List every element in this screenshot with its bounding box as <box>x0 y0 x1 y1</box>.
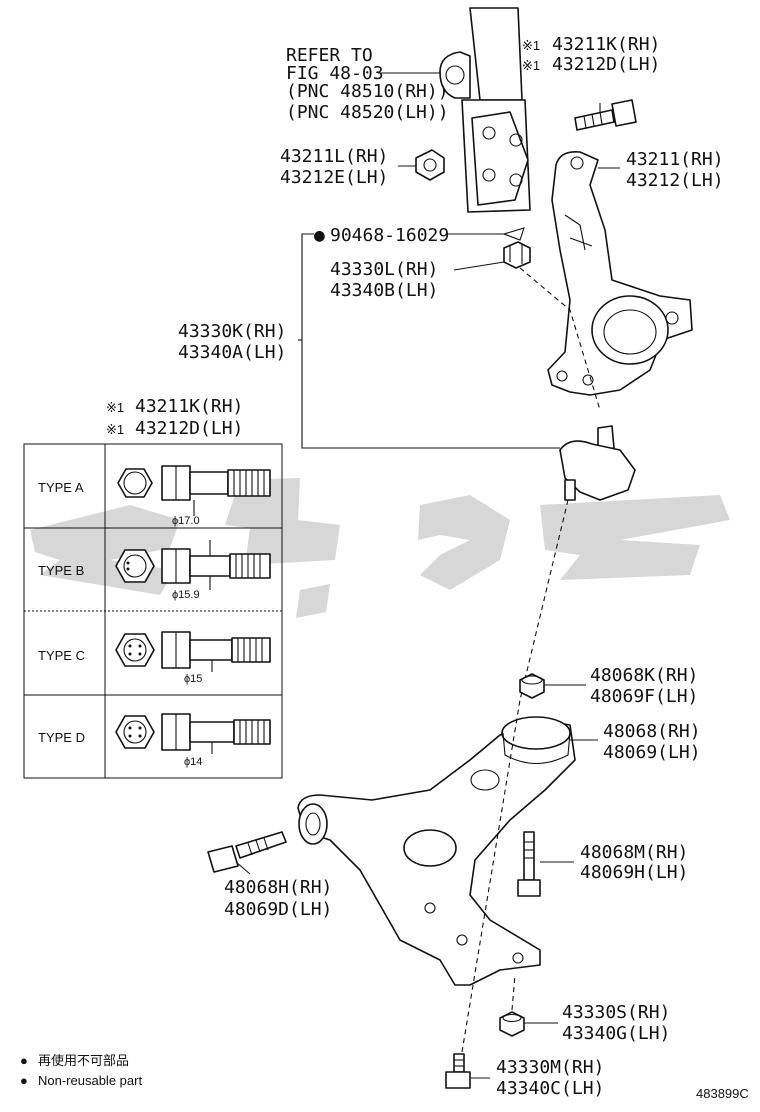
nut-43330s <box>499 1011 525 1037</box>
ball-joint-lh: 43340A(LH) <box>178 342 286 363</box>
callout-nut-43211l: 43211L(RH) 43212E(LH) <box>280 146 388 188</box>
legend-en: Non-reusable part <box>38 1073 142 1088</box>
refer-line-4: (PNC 48520(LH)) <box>286 102 449 123</box>
bolt-48068h <box>207 831 287 873</box>
callout-bolt-48068h: 48068H(RH) 48069D(LH) <box>224 877 332 920</box>
bushing-48068-rh: 48068(RH) <box>603 721 701 742</box>
bolt-table-lh: 43212D(LH) <box>135 418 243 439</box>
cotter-pn: 90468-16029 <box>330 225 449 246</box>
callout-cotter-pin: ● 90468-16029 <box>314 225 449 246</box>
knuckle-lh: 43212(LH) <box>626 170 724 191</box>
nut-43211l-lh: 43212E(LH) <box>280 167 388 188</box>
strut-assembly <box>439 7 531 213</box>
lower-control-arm <box>297 716 576 986</box>
bolt-type-c-dia: ϕ15 <box>184 673 202 685</box>
bolt-type-d-label: TYPE D <box>38 730 85 745</box>
castle-nut-43330l <box>503 241 531 269</box>
bolt-type-a-label: TYPE A <box>38 480 84 495</box>
assembly-line-4 <box>461 699 521 1053</box>
nut-43211l <box>415 149 445 181</box>
callout-bolt-48068m: 48068M(RH) 48069H(LH) <box>580 842 688 883</box>
ball-joint <box>559 425 636 501</box>
bolt-43330m-lh: 43340C(LH) <box>496 1078 604 1099</box>
callout-bolt-43330m: 43330M(RH) 43340C(LH) <box>496 1057 604 1099</box>
nut-43330l-lh: 43340B(LH) <box>330 280 438 301</box>
bolt-type-d-dia: ϕ14 <box>184 756 202 768</box>
bolt-48068h-lh: 48069D(LH) <box>224 899 332 920</box>
assembly-line-1 <box>519 267 601 411</box>
bolt-type-row-b: TYPE B ϕ15.9 <box>38 540 271 601</box>
bolt-type-table: TYPE A ϕ17.0 TYPE B <box>23 443 283 779</box>
nut-43330s-lh: 43340G(LH) <box>562 1023 670 1044</box>
refer-line-3: (PNC 48510(RH)) <box>286 81 449 102</box>
callout-knuckle: 43211(RH) 43212(LH) <box>626 149 724 191</box>
bolt-table-rh: 43211K(RH) <box>135 396 243 417</box>
callout-bushing-48068: 48068(RH) 48069(LH) <box>603 721 701 763</box>
watermark-logo <box>30 478 730 618</box>
nut-43330s-rh: 43330S(RH) <box>562 1002 670 1023</box>
bolt-48068m-lh: 48069H(LH) <box>580 862 688 883</box>
nut-48068k <box>519 673 545 699</box>
bolt-43330m <box>445 1053 471 1089</box>
bushing-48068-lh: 48069(LH) <box>603 742 701 763</box>
callout-bolt-top: ※1 43211K(RH) ※1 43212D(LH) <box>522 34 660 75</box>
nut-43330l-rh: 43330L(RH) <box>330 259 438 280</box>
bolt-type-b-dia: ϕ15.9 <box>172 589 200 601</box>
bolt-table-prefix-rh: ※1 <box>106 400 124 415</box>
callout-nut-43330s: 43330S(RH) 43340G(LH) <box>562 1002 670 1044</box>
legend: ● 再使用不可部品 ● Non-reusable part <box>20 1053 142 1088</box>
bolt-43211k-top <box>574 99 637 131</box>
bolt-48068h-rh: 48068H(RH) <box>224 877 332 898</box>
steering-knuckle <box>547 150 693 396</box>
figure-code: 483899C <box>696 1086 749 1101</box>
callout-ball-joint: 43330K(RH) 43340A(LH) <box>178 321 286 363</box>
knuckle-rh: 43211(RH) <box>626 149 724 170</box>
legend-marker-jp: ● <box>20 1053 28 1068</box>
callout-nut-43330l: 43330L(RH) 43340B(LH) <box>330 259 438 301</box>
bolt-48068m <box>517 831 541 897</box>
callout-nut-48068k: 48068K(RH) 48069F(LH) <box>590 665 698 707</box>
bolt-type-row-a: TYPE A ϕ17.0 <box>38 465 271 527</box>
callout-bolt-table: ※1 43211K(RH) ※1 43212D(LH) <box>106 396 243 439</box>
refer-line-2: FIG 48-03 <box>286 63 384 84</box>
bolt-type-b-label: TYPE B <box>38 563 84 578</box>
bolt-48068m-rh: 48068M(RH) <box>580 842 688 863</box>
cotter-pin <box>502 227 525 241</box>
nut-43211l-rh: 43211L(RH) <box>280 146 388 167</box>
leader-lines <box>235 72 620 1079</box>
refer-line-1: REFER TO <box>286 45 373 66</box>
bolt-type-row-c: TYPE C ϕ15 <box>38 631 271 685</box>
nut-48068k-rh: 48068K(RH) <box>590 665 698 686</box>
legend-marker-en: ● <box>20 1073 28 1088</box>
bolt-type-row-d: TYPE D ϕ14 <box>38 713 271 768</box>
ball-joint-rh: 43330K(RH) <box>178 321 286 342</box>
bolt-top-lh: 43212D(LH) <box>552 54 660 75</box>
bolt-top-rh: 43211K(RH) <box>552 34 660 55</box>
nut-48068k-lh: 48069F(LH) <box>590 686 698 707</box>
callout-refer: REFER TO FIG 48-03 (PNC 48510(RH)) (PNC … <box>286 45 449 123</box>
bolt-top-prefix-rh: ※1 <box>522 38 540 53</box>
bolt-table-prefix-lh: ※1 <box>106 422 124 437</box>
assembly-line-2 <box>519 499 569 701</box>
assembly-line-3 <box>511 974 516 1011</box>
bolt-type-c-label: TYPE C <box>38 648 85 663</box>
bolt-top-prefix-lh: ※1 <box>522 58 540 73</box>
bolt-43330m-rh: 43330M(RH) <box>496 1057 604 1078</box>
legend-jp: 再使用不可部品 <box>38 1053 129 1068</box>
cotter-marker: ● <box>314 225 325 246</box>
bolt-type-a-dia: ϕ17.0 <box>172 515 200 527</box>
